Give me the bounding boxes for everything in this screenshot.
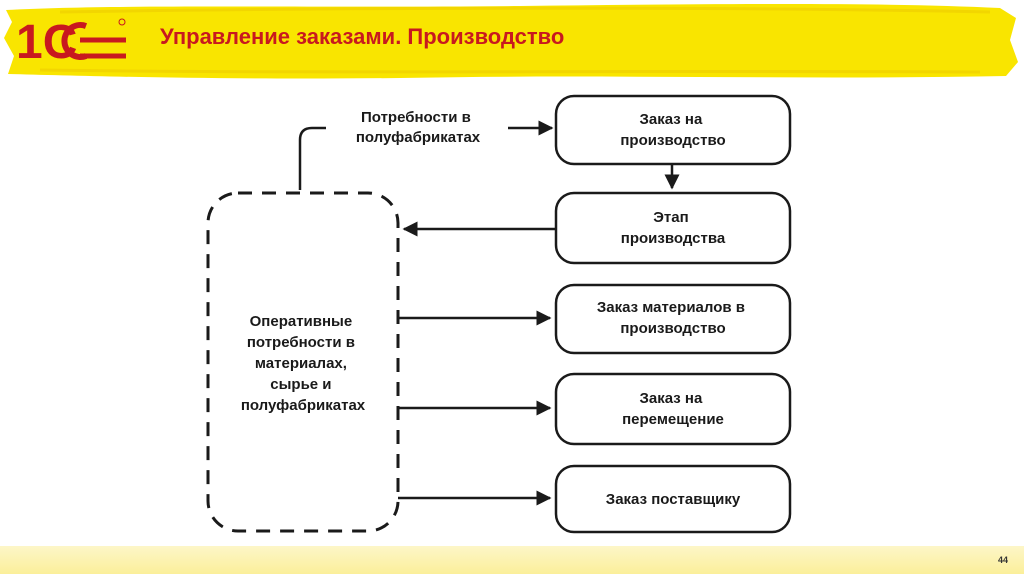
node-production-order <box>554 94 792 166</box>
page-number: 44 <box>997 555 1008 565</box>
node-production-order-label: Заказ на производство <box>620 111 725 149</box>
footer-band <box>0 546 1024 574</box>
header-band <box>4 4 1018 79</box>
node-materials-order-label: Заказ материалов в производство <box>597 299 749 337</box>
source-label: Оперативные потребности в материалах, сы… <box>241 313 366 414</box>
semi-finished-needs-label: Потребности в полуфабрикатах <box>356 109 481 146</box>
node-materials-order <box>554 283 792 355</box>
source-container <box>206 191 400 533</box>
node-transfer-order <box>554 372 792 446</box>
slide-title: Управление заказами. Производство <box>160 24 565 49</box>
node-production-stage-label: Этап производства <box>621 209 726 247</box>
node-supplier-order <box>554 464 792 534</box>
1c-logo: 1С <box>16 16 126 66</box>
semi-finished-needs-arrow <box>298 126 326 190</box>
node-production-stage <box>554 191 792 265</box>
node-supplier-order-label: Заказ поставщику <box>606 491 741 508</box>
node-transfer-order-label: Заказ на перемещение <box>622 390 724 428</box>
